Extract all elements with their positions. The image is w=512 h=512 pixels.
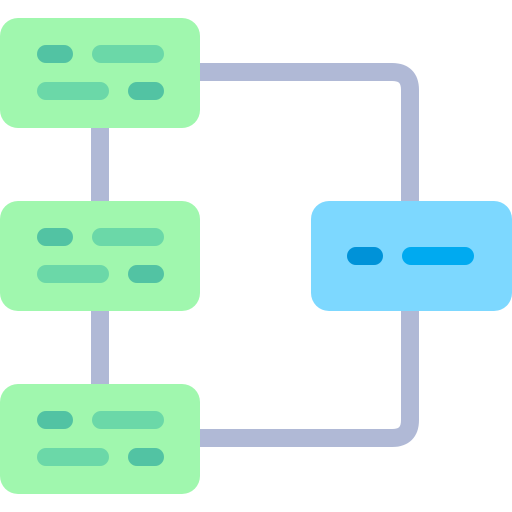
left-node-bar-light [92,411,164,429]
left-node-bar-dark [37,411,73,429]
left-node-3 [0,384,200,494]
left-node-bar-light [37,265,109,283]
left-node-box [0,384,200,494]
left-node-bar-light [92,228,164,246]
left-node-box [0,18,200,128]
right-node [311,201,512,311]
left-node-bar-dark [128,265,164,283]
left-node-bar-light [37,82,109,100]
connector-right-to-bottom [196,305,419,447]
right-node-bar-light [402,247,474,265]
left-node-bar-dark [128,82,164,100]
left-node-bar-light [37,448,109,466]
left-node-bar-dark [37,228,73,246]
left-node-2 [0,201,200,311]
connector-group [91,63,419,447]
left-node-1 [0,18,200,128]
connector-top-to-right [196,63,419,205]
right-node-bar-dark [347,247,383,265]
left-node-bar-dark [37,45,73,63]
left-node-box [0,201,200,311]
left-node-bar-dark [128,448,164,466]
left-node-bar-light [92,45,164,63]
